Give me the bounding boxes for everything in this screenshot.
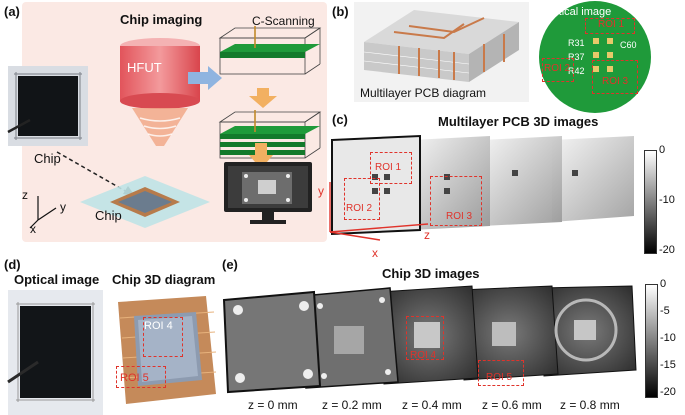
pcb-3d-slices <box>331 134 634 236</box>
roi-4-label-e: ROI 4 <box>410 350 437 361</box>
panel-a-label: (a) <box>4 4 20 19</box>
chip-caption: Chip <box>34 151 61 166</box>
roi-3-label-c: ROI 3 <box>446 211 473 222</box>
optical-image-label-b: Optical image <box>544 6 612 18</box>
axes-c <box>329 182 429 241</box>
depth-label-0: z = 0 mm <box>248 398 298 412</box>
c-scan-stack <box>218 26 322 159</box>
multilayer-pcb-diagram <box>354 2 529 102</box>
colorbar-e-tick-1: -5 <box>660 305 670 317</box>
colorbar-c-tick-2: -20 <box>659 244 675 256</box>
axis-c-y: y <box>318 184 324 198</box>
axis-a-y: y <box>60 200 66 214</box>
monitor <box>224 143 312 224</box>
roi-4-label-d: ROI 4 <box>144 320 173 332</box>
glass-slide <box>80 176 210 228</box>
roi-1-box-b <box>585 18 635 34</box>
panel-c-label: (c) <box>332 112 348 127</box>
tweezer-tip <box>7 118 31 134</box>
roi-4-box-e <box>406 316 444 360</box>
roi-2-label-b: ROI 2 <box>544 63 571 74</box>
roi-4-box-d <box>143 317 183 357</box>
panel-d-optical-title: Optical image <box>14 272 100 287</box>
roi-3-label-b: ROI 3 <box>602 76 629 87</box>
panel-c-title: Multilayer PCB 3D images <box>438 114 599 129</box>
ultrasound-beam <box>132 108 188 146</box>
roi-2-box-c <box>344 178 380 220</box>
colorbar-e-tick-0: 0 <box>660 278 667 290</box>
roi-1-label-b: ROI 1 <box>598 19 625 30</box>
hfut-transducer <box>120 38 200 146</box>
axis-a-z: z <box>22 188 28 202</box>
hfut-label: HFUT <box>127 60 162 75</box>
roi-5-label-d: ROI 5 <box>120 372 149 384</box>
panel-e-title: Chip 3D images <box>382 266 480 281</box>
roi-5-label-e: ROI 5 <box>486 372 513 383</box>
pcb-diagram-label: Multilayer PCB diagram <box>360 86 487 100</box>
colorbar-e <box>645 284 658 398</box>
colorbar-e-tick-2: -10 <box>660 332 676 344</box>
depth-label-4: z = 0.8 mm <box>560 398 620 412</box>
chip-3d-diagram <box>118 296 217 404</box>
colorbar-c-tick-0: 0 <box>659 144 666 156</box>
panel-d-label: (d) <box>4 257 21 272</box>
colorbar-c-tick-1: -10 <box>659 194 675 206</box>
panel-b-label: (b) <box>332 4 349 19</box>
board-text-r42: R42 <box>568 66 585 76</box>
axis-a-x: x <box>30 222 36 236</box>
board-text-r37: R37 <box>568 52 585 62</box>
depth-label-3: z = 0.6 mm <box>482 398 542 412</box>
axis-c-x: x <box>372 246 378 260</box>
panel-a-title: Chip imaging <box>120 12 203 27</box>
roi-2-box-b <box>542 58 574 82</box>
axes-a <box>29 196 57 229</box>
c-scanning-label: C-Scanning <box>252 14 315 28</box>
blue-arrow <box>188 66 222 90</box>
chip-3d-slices <box>222 285 637 394</box>
colorbar-c <box>644 150 657 254</box>
panel-e-label: (e) <box>222 257 238 272</box>
roi-1-label-c: ROI 1 <box>375 162 402 173</box>
board-text-c60: C60 <box>620 40 637 50</box>
roi-3-box-b <box>592 60 638 94</box>
depth-label-1: z = 0.2 mm <box>322 398 382 412</box>
chip-slide-label: Chip <box>95 208 122 223</box>
panel-d-diagram-title: Chip 3D diagram <box>112 272 216 287</box>
chip-photo <box>7 66 88 146</box>
board-text-r31: R31 <box>568 38 585 48</box>
roi-5-box-d <box>116 366 166 388</box>
colorbar-e-tick-4: -20 <box>660 386 676 398</box>
roi-5-box-e <box>478 360 524 386</box>
axis-c-z: z <box>424 228 430 242</box>
roi-2-label-c: ROI 2 <box>346 203 373 214</box>
roi-1-box-c <box>370 152 412 184</box>
chip-optical-image-d <box>7 290 103 415</box>
roi-3-box-c <box>430 176 482 226</box>
depth-label-2: z = 0.4 mm <box>402 398 462 412</box>
colorbar-e-tick-3: -15 <box>660 359 676 371</box>
